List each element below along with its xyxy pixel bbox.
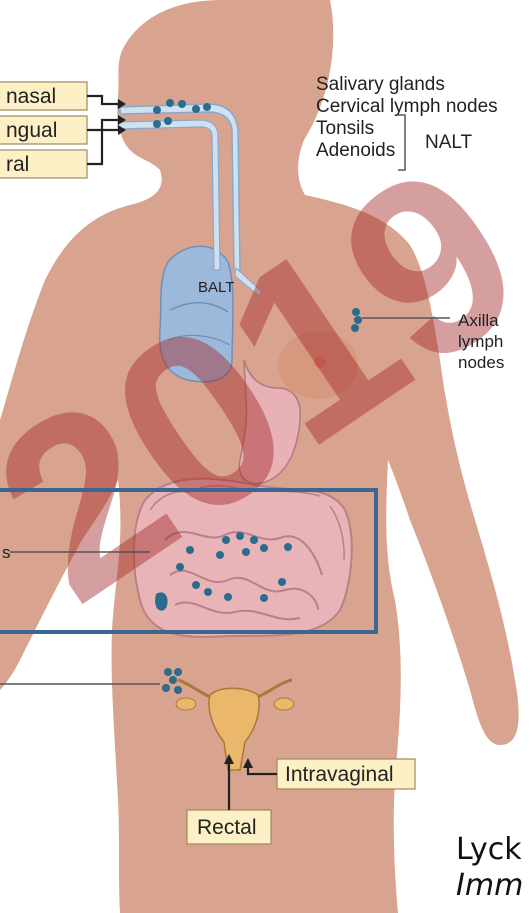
route-label-intranasal: nasal <box>6 85 56 108</box>
label-balt: BALT <box>198 279 234 296</box>
citation-line-1: Lyck <box>456 832 523 868</box>
label-adenoids: Adenoids <box>316 140 395 161</box>
route-label-oral: ral <box>6 153 29 176</box>
ovary-right <box>274 698 294 710</box>
label-gut-cut: s <box>2 543 11 562</box>
route-label-sublingual: ngual <box>6 119 57 142</box>
label-axillary-3: nodes <box>458 353 504 372</box>
label-cervical-lymph-nodes: Cervical lymph nodes <box>316 96 498 117</box>
ovary-left <box>176 698 196 710</box>
citation: Lyck Imm <box>456 832 523 904</box>
citation-line-2: Imm <box>456 868 523 904</box>
route-label-rectal: Rectal <box>197 816 257 839</box>
label-axillary-2: lymph <box>458 332 503 351</box>
label-tonsils: Tonsils <box>316 118 374 139</box>
route-label-intravaginal: Intravaginal <box>285 763 394 786</box>
label-nalt: NALT <box>425 132 473 153</box>
label-axillary-1: Axilla <box>458 311 499 330</box>
label-salivary-glands: Salivary glands <box>316 74 445 95</box>
